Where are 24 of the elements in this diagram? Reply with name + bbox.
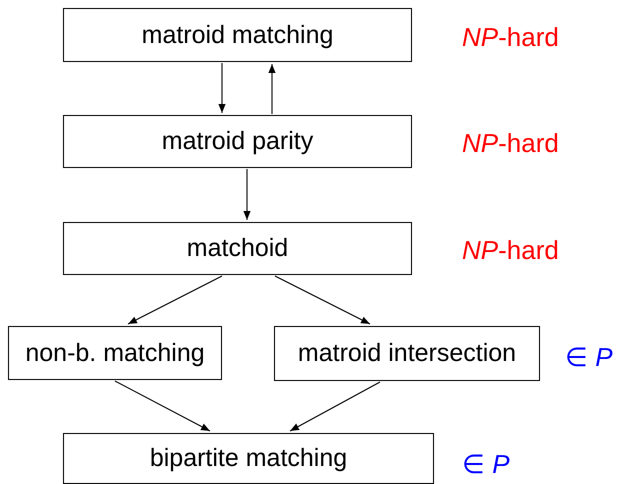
complexity-label: NP-hard <box>462 22 559 53</box>
node-label: matchoid <box>186 234 288 263</box>
complexity-label: NP-hard <box>462 235 559 266</box>
process-box <box>63 115 412 168</box>
node-label: matroid intersection <box>298 339 516 368</box>
complexity-label: NP-hard <box>462 128 559 159</box>
arrow <box>114 380 210 432</box>
process-box <box>274 326 540 381</box>
arrow <box>274 276 370 324</box>
complexity-label: ∈ P <box>462 449 510 480</box>
process-box <box>8 326 222 380</box>
node-label: bipartite matching <box>150 444 348 473</box>
arrow <box>268 64 276 114</box>
process-box <box>63 8 412 62</box>
arrow <box>243 168 251 220</box>
node-label: matroid matching <box>142 20 334 50</box>
node-label: matroid parity <box>162 127 314 156</box>
arrow <box>218 62 226 114</box>
process-box <box>63 222 412 275</box>
arrow <box>290 382 380 432</box>
node-label: non-b. matching <box>25 338 205 368</box>
arrow <box>128 276 222 324</box>
process-box <box>63 433 434 484</box>
complexity-label: ∈ P <box>565 342 613 373</box>
